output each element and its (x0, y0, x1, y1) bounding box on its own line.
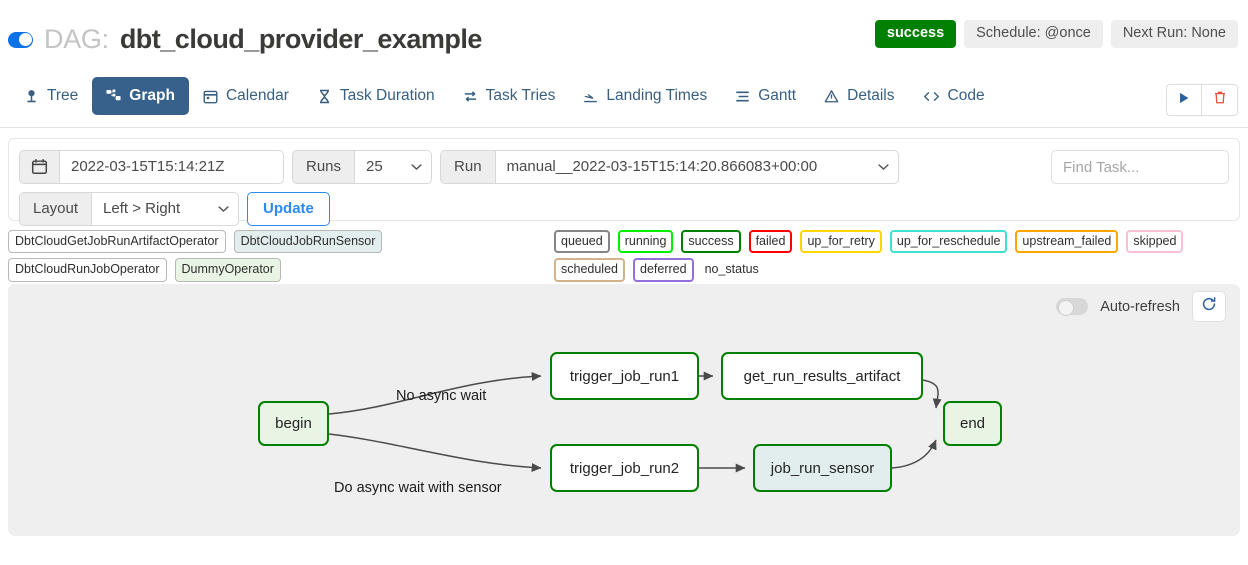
warning-triangle-icon (824, 89, 839, 104)
tab-label: Code (947, 87, 985, 104)
refresh-button[interactable] (1192, 291, 1226, 322)
tab-label: Calendar (225, 87, 289, 104)
update-button[interactable]: Update (247, 192, 330, 226)
state-chip-no-status[interactable]: no_status (704, 262, 759, 277)
page-header: DAG: dbt_cloud_provider_example success … (0, 0, 1248, 72)
layout-select[interactable]: Left > Right (91, 192, 240, 226)
play-icon (1177, 91, 1191, 110)
tab-details[interactable]: Details (810, 77, 908, 115)
header-badges: success Schedule: @once Next Run: None (874, 20, 1238, 48)
graph-node-end[interactable]: end (943, 401, 1002, 446)
edge-label-do-async-wait: Do async wait with sensor (334, 480, 502, 496)
edge-label-no-async-wait: No async wait (396, 388, 487, 404)
runs-label: Runs (292, 150, 355, 184)
search-input[interactable] (1051, 150, 1229, 184)
tab-label: Task Duration (339, 87, 435, 104)
tab-label: Landing Times (606, 87, 708, 104)
state-chip-running[interactable]: running (617, 230, 674, 254)
state-chip-queued[interactable]: queued (554, 230, 610, 254)
code-icon (923, 89, 940, 104)
operator-chip[interactable]: DbtCloudGetJobRunArtifactOperator (8, 230, 226, 254)
trigger-dag-button[interactable] (1166, 84, 1202, 116)
tab-list: Tree Graph Calendar Task Duration Task T (10, 77, 999, 115)
graph-node-get-run-results-artifact[interactable]: get_run_results_artifact (721, 352, 923, 400)
gantt-icon (735, 89, 750, 104)
toolbar-row-1: 2022-03-15T15:14:21Z Runs 25 Run manual_… (19, 150, 1229, 184)
retry-icon (463, 89, 478, 104)
graph-node-begin[interactable]: begin (258, 401, 329, 446)
tab-label: Tree (47, 87, 79, 104)
state-chip-deferred[interactable]: deferred (633, 258, 694, 282)
state-chip-upstream-failed[interactable]: upstream_failed (1015, 230, 1119, 254)
operator-legend: DbtCloudGetJobRunArtifactOperator DbtClo… (8, 230, 538, 282)
graph-node-job-run-sensor[interactable]: job_run_sensor (753, 444, 892, 492)
base-date-input[interactable]: 2022-03-15T15:14:21Z (59, 150, 284, 184)
layout-label: Layout (19, 192, 92, 226)
find-task-field (1051, 150, 1229, 184)
dag-title: DAG: dbt_cloud_provider_example (8, 24, 482, 55)
layout-group: Layout Left > Right (19, 192, 240, 226)
operator-chip[interactable]: DbtCloudRunJobOperator (8, 258, 167, 282)
status-badge: success (874, 20, 957, 48)
tab-label: Task Tries (485, 87, 556, 104)
tab-gantt[interactable]: Gantt (721, 77, 810, 115)
dag-label: DAG: (44, 24, 109, 54)
tab-code[interactable]: Code (909, 77, 999, 115)
state-chip-scheduled[interactable]: scheduled (554, 258, 625, 282)
tab-landing-times[interactable]: Landing Times (569, 77, 721, 115)
runs-group: Runs 25 (292, 150, 433, 184)
tab-label: Gantt (758, 87, 797, 104)
landing-icon (583, 89, 598, 104)
tab-graph[interactable]: Graph (92, 77, 189, 115)
run-label: Run (440, 150, 495, 184)
toggle-on-icon[interactable] (8, 31, 33, 48)
state-chip-success[interactable]: success (681, 230, 741, 254)
graph-node-trigger-job-run1[interactable]: trigger_job_run1 (550, 352, 699, 400)
run-select[interactable]: manual__2022-03-15T15:14:20.866083+00:00 (494, 150, 899, 184)
tab-label: Graph (129, 87, 175, 104)
delete-dag-button[interactable] (1202, 84, 1238, 116)
graph-controls: Auto-refresh (1056, 291, 1226, 322)
dag-graph-canvas[interactable]: Auto-refresh begin trigger_job_run1 get_… (8, 284, 1240, 536)
operator-chip[interactable]: DbtCloudJobRunSensor (233, 230, 383, 254)
calendar-icon (203, 89, 218, 104)
auto-refresh-label: Auto-refresh (1100, 298, 1180, 315)
graph-edges (328, 371, 942, 473)
tab-label: Details (847, 87, 895, 104)
schedule-badge[interactable]: Schedule: @once (964, 20, 1103, 48)
dag-nav: Tree Graph Calendar Task Duration Task T (0, 72, 1248, 128)
page-title: dbt_cloud_provider_example (119, 24, 483, 54)
tab-task-duration[interactable]: Task Duration (303, 77, 449, 115)
toolbar-row-2: Layout Left > Right Update (19, 192, 1229, 226)
graph-node-trigger-job-run2[interactable]: trigger_job_run2 (550, 444, 699, 492)
calendar-icon[interactable] (19, 150, 59, 184)
state-chip-failed[interactable]: failed (748, 230, 793, 254)
dag-action-buttons (1166, 84, 1238, 116)
runs-select[interactable]: 25 (354, 150, 433, 184)
tab-tree[interactable]: Tree (10, 77, 92, 115)
trash-icon (1213, 90, 1227, 110)
refresh-icon (1201, 296, 1217, 317)
graph-toolbar: 2022-03-15T15:14:21Z Runs 25 Run manual_… (8, 138, 1240, 226)
next-run-badge: Next Run: None (1110, 20, 1238, 48)
state-chip-skipped[interactable]: skipped (1126, 230, 1184, 254)
base-date-group: 2022-03-15T15:14:21Z (19, 150, 284, 184)
state-chip-up-for-reschedule[interactable]: up_for_reschedule (889, 230, 1008, 254)
tree-icon (24, 89, 39, 104)
state-chip-up-for-retry[interactable]: up_for_retry (800, 230, 882, 254)
tab-calendar[interactable]: Calendar (189, 77, 303, 115)
hourglass-icon (317, 89, 332, 104)
state-legend: queued running success failed up_for_ret… (554, 230, 1240, 282)
legend-area: DbtCloudGetJobRunArtifactOperator DbtClo… (8, 230, 1240, 282)
graph-icon (106, 88, 121, 104)
operator-chip[interactable]: DummyOperator (174, 258, 281, 282)
tab-task-tries[interactable]: Task Tries (449, 77, 570, 115)
auto-refresh-toggle[interactable] (1056, 298, 1089, 316)
run-group: Run manual__2022-03-15T15:14:20.866083+0… (440, 150, 899, 184)
